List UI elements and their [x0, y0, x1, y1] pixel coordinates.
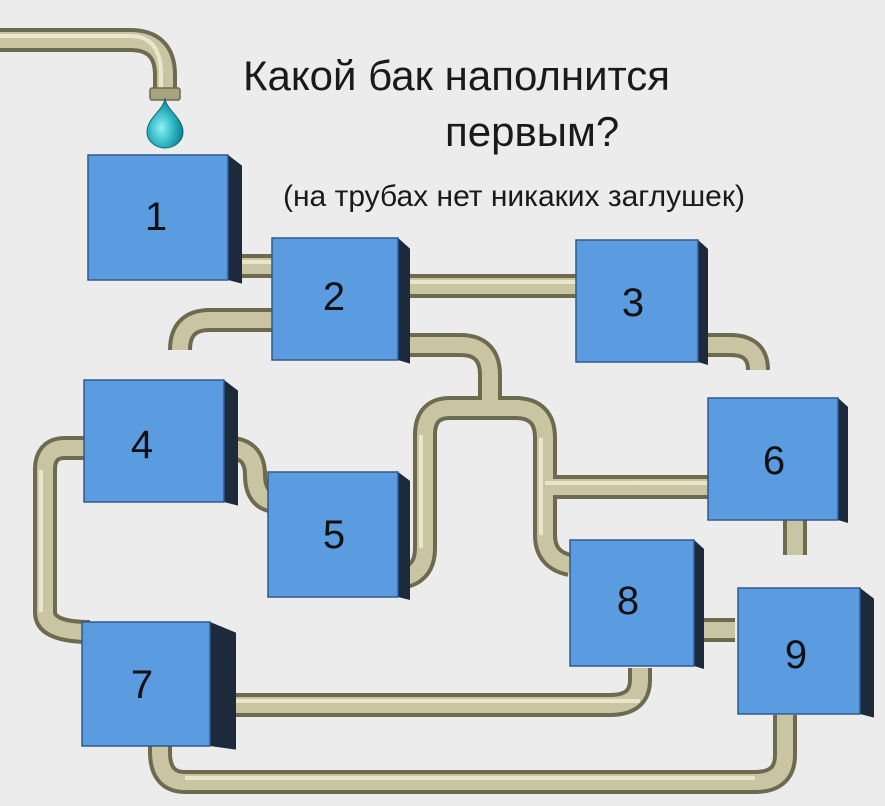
tank-3-side	[698, 240, 708, 365]
tank-3-label: 3	[622, 281, 644, 325]
tank-9: 9	[737, 587, 874, 718]
tank-2-front	[271, 237, 399, 361]
tank-2: 2	[271, 237, 410, 364]
tank-5-side	[398, 472, 410, 600]
water-drop-icon	[146, 97, 184, 149]
tank-9-side	[860, 588, 874, 718]
tank-5-label: 5	[323, 513, 345, 557]
tank-4-front	[83, 379, 225, 503]
tank-9-label: 9	[785, 633, 807, 677]
question-title-line-2: первым?	[445, 108, 620, 155]
tank-1: 1	[87, 154, 242, 284]
tank-8: 8	[569, 539, 704, 669]
tank-5: 5	[267, 471, 410, 600]
tank-5-front	[267, 471, 399, 598]
tank-6-front	[707, 397, 839, 521]
tank-6-side	[838, 398, 848, 523]
tank-7-label: 7	[131, 663, 153, 707]
tank-4-label: 4	[131, 423, 153, 467]
tank-8-label: 8	[617, 579, 639, 623]
tank-7: 7	[81, 621, 236, 750]
question-subtitle: (на трубах нет никаких заглушек)	[283, 180, 745, 213]
tank-9-front	[737, 587, 861, 715]
tank-1-front	[87, 154, 229, 281]
tank-3-front	[575, 239, 699, 363]
tank-8-front	[569, 539, 695, 667]
tank-2-label: 2	[323, 275, 345, 319]
pipe-9-7	[148, 715, 797, 794]
tank-7-side	[210, 622, 236, 750]
tank-4-side	[224, 380, 238, 506]
question-title-line-1: Какой бак наполнится	[243, 52, 671, 99]
tank-7-front	[81, 621, 211, 747]
tank-1-side	[228, 155, 242, 284]
tank-8-side	[694, 540, 704, 669]
tank-6-label: 6	[763, 439, 785, 483]
tank-2-side	[398, 238, 410, 364]
tank-4: 4	[83, 379, 238, 506]
tank-1-label: 1	[145, 195, 167, 239]
tank-3: 3	[575, 239, 708, 365]
tank-6: 6	[707, 397, 848, 523]
